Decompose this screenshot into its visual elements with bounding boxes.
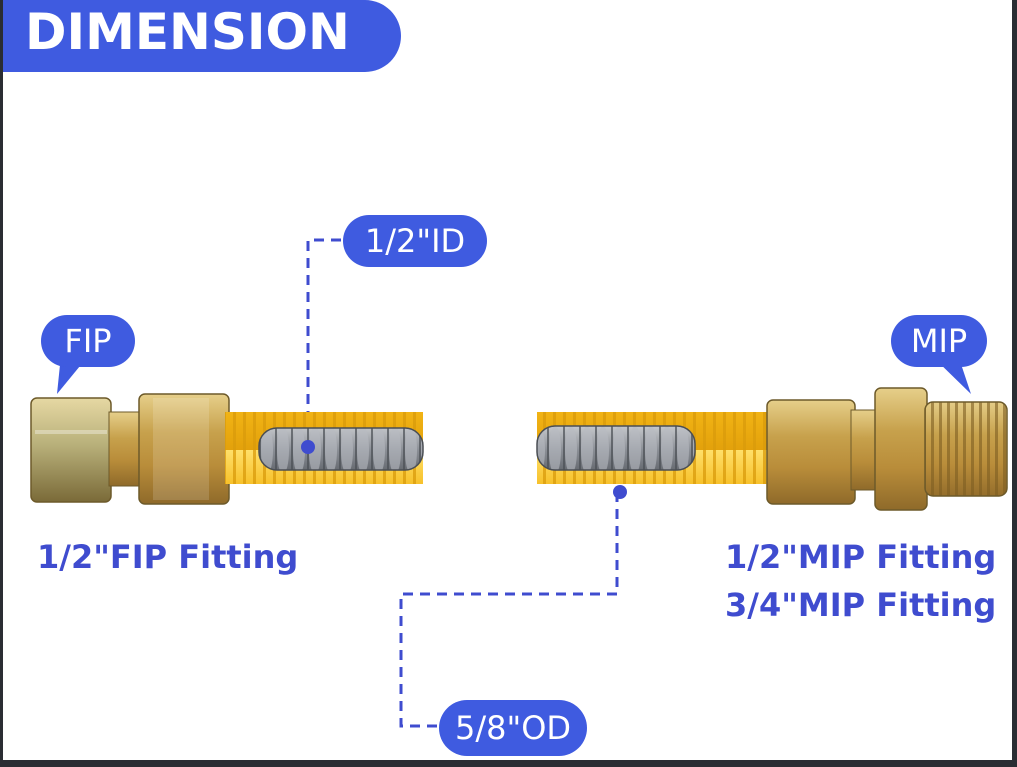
mip-fitting-caption-half: 1/2"MIP Fitting <box>725 538 997 576</box>
mip-fitting-assembly <box>536 387 1008 511</box>
page-title: DIMENSION <box>3 0 401 72</box>
id-dot-marker-icon <box>301 440 315 454</box>
hose-illustration <box>30 238 1008 728</box>
od-label-badge: 5/8"OD <box>439 700 587 756</box>
fip-fitting-assembly <box>30 393 424 505</box>
od-leader-line <box>399 492 619 728</box>
mip-label-badge: MIP <box>891 315 987 367</box>
fip-fitting-caption: 1/2"FIP Fitting <box>37 538 299 576</box>
diagram-frame: DIMENSION <box>3 0 1012 760</box>
fip-label-badge: FIP <box>41 315 135 367</box>
mip-fitting-caption-three-quarter: 3/4"MIP Fitting <box>725 586 997 624</box>
od-dot-marker-icon <box>613 485 627 499</box>
id-label-badge: 1/2"ID <box>343 215 487 267</box>
